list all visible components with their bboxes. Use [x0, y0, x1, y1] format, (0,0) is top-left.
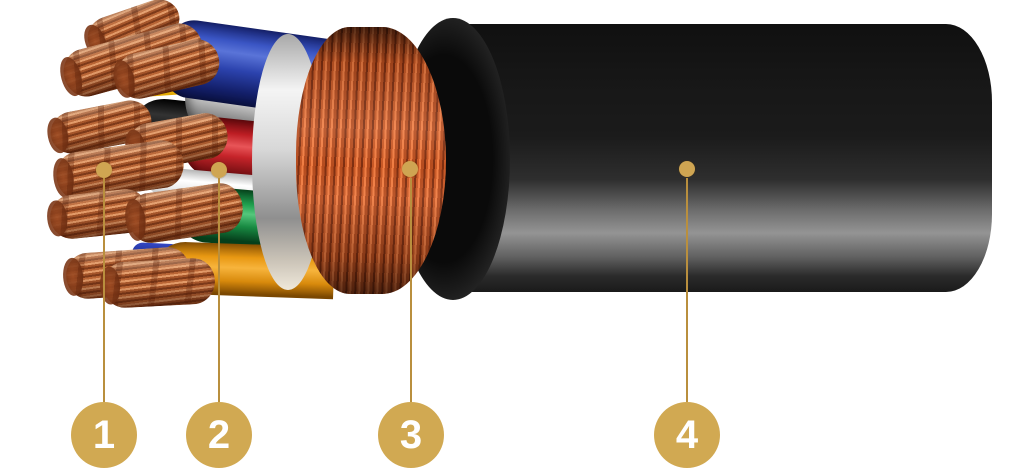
callout-2-marker-dot — [211, 162, 227, 178]
callout-4-leader-line — [686, 178, 688, 402]
copper-strand-bundle — [101, 257, 217, 309]
copper-wire-armor — [296, 27, 446, 294]
callout-3-leader-line — [410, 178, 412, 402]
callout-3-marker-dot — [402, 161, 418, 177]
callout-2-leader-line — [218, 178, 220, 402]
callout-1-number-badge: 1 — [71, 402, 137, 468]
outer-sheath — [452, 24, 992, 292]
callout-4-number-badge: 4 — [654, 402, 720, 468]
callout-2-number-badge: 2 — [186, 402, 252, 468]
callout-3-number-badge: 3 — [378, 402, 444, 468]
callout-1-leader-line — [103, 178, 105, 402]
callout-1-marker-dot — [96, 162, 112, 178]
callout-4-marker-dot — [679, 161, 695, 177]
